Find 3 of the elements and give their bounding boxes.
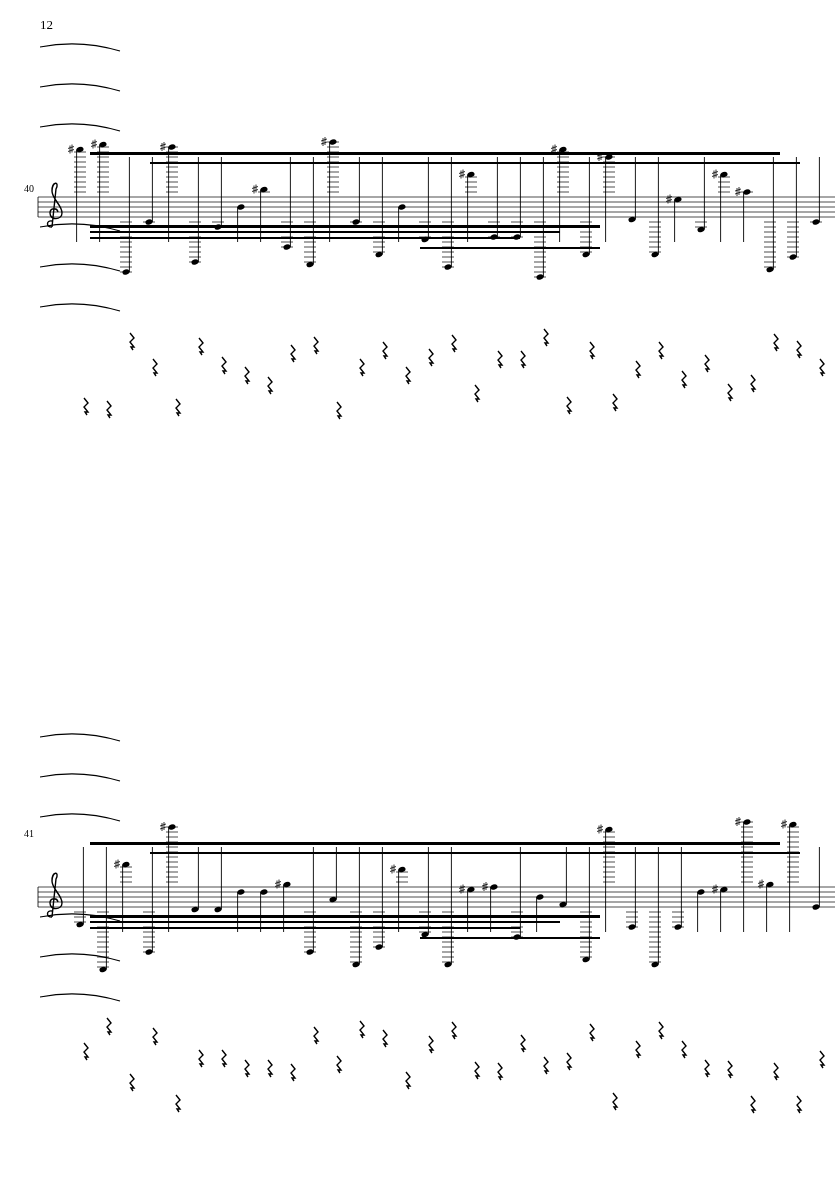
- measure-number: 41: [24, 829, 34, 839]
- page-number: 12: [40, 18, 53, 31]
- measure-number: 40: [24, 184, 34, 194]
